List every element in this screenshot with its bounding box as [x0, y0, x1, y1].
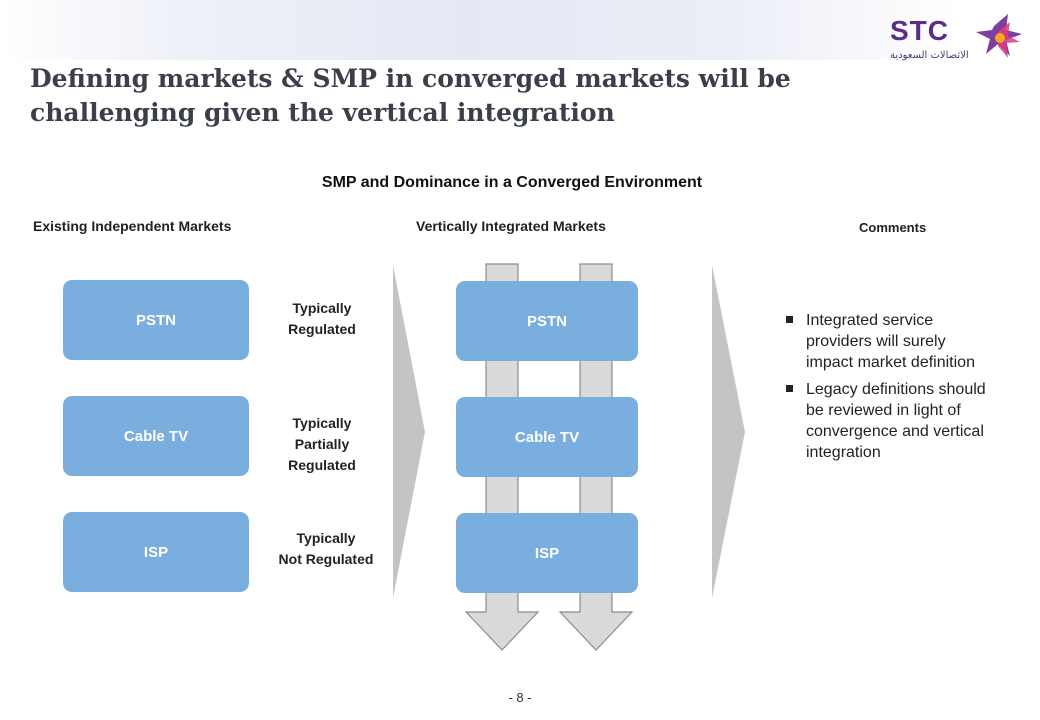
top-banner	[0, 0, 1040, 60]
integrated-market-pstn-box: PSTN	[456, 281, 638, 361]
regulation-line: Typically	[296, 530, 356, 546]
diagram-subtitle: SMP and Dominance in a Converged Environ…	[321, 174, 703, 191]
regulation-line: Not Regulated	[278, 551, 374, 567]
comment-item: Integrated service providers will surely…	[786, 310, 986, 373]
transition-chevron-1	[393, 265, 425, 598]
comment-text: Integrated service providers will surely…	[806, 312, 975, 371]
logo-brand-text: STC	[890, 15, 949, 46]
regulation-line: Typically	[292, 300, 352, 316]
regulation-label-pstn: Typically Regulated	[262, 298, 382, 340]
regulation-line: Typically	[292, 415, 352, 431]
comment-item: Legacy definitions should be reviewed in…	[786, 379, 986, 463]
column-header-integrated: Vertically Integrated Markets	[416, 218, 606, 234]
existing-market-pstn-box: PSTN	[63, 280, 249, 360]
column-header-comments: Comments	[859, 220, 927, 235]
integrated-market-cabletv-box: Cable TV	[456, 397, 638, 477]
column-header-existing: Existing Independent Markets	[33, 218, 232, 234]
transition-chevron-2	[712, 265, 745, 598]
regulation-line: Regulated	[288, 457, 356, 473]
comments-list: Integrated service providers will surely…	[786, 310, 986, 469]
stc-logo: STC الاتصالات السعودية	[890, 14, 1022, 61]
comment-text: Legacy definitions should be reviewed in…	[806, 381, 986, 461]
page-title: Defining markets & SMP in converged mark…	[30, 64, 791, 127]
regulation-label-cabletv: Typically Partially Regulated	[262, 413, 382, 476]
bullet-square-icon	[786, 385, 793, 392]
page-number: - 8 -	[508, 690, 532, 705]
integrated-market-isp-box: ISP	[456, 513, 638, 593]
regulation-line: Regulated	[288, 321, 356, 337]
bullet-square-icon	[786, 316, 793, 323]
logo-star-icon	[976, 14, 1022, 58]
regulation-label-isp: Typically Not Regulated	[258, 528, 394, 570]
logo-arabic-text: الاتصالات السعودية	[890, 50, 969, 61]
existing-market-isp-box: ISP	[63, 512, 249, 592]
existing-market-cabletv-box: Cable TV	[63, 396, 249, 476]
regulation-line: Partially	[294, 436, 350, 452]
